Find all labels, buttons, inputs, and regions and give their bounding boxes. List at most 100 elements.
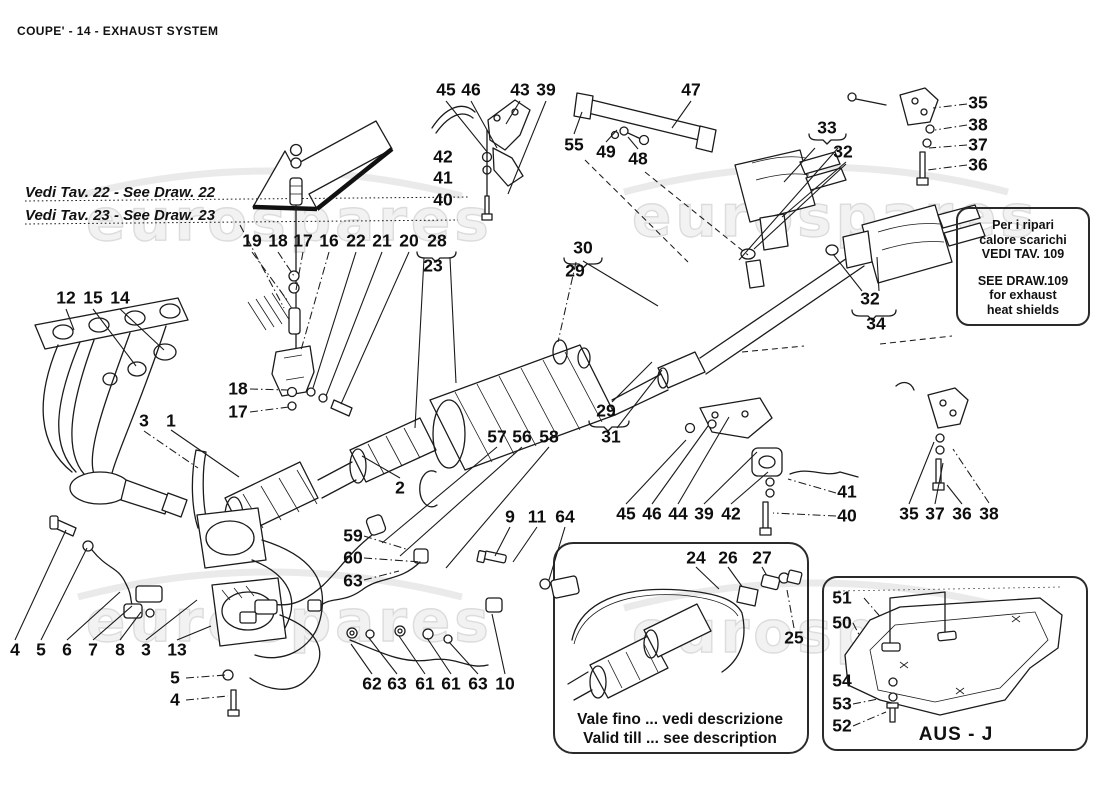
part-label-45: 45 (436, 79, 456, 100)
pipe-clamp (552, 339, 706, 389)
part-label-7: 7 (88, 639, 98, 660)
part-label-6: 6 (62, 639, 72, 660)
part-label-59: 59 (343, 525, 363, 546)
part-label-52: 52 (832, 715, 852, 736)
part-label-63: 63 (468, 673, 488, 694)
part-label-29: 29 (565, 260, 585, 281)
part-label-54: 54 (832, 670, 852, 691)
part-label-5: 5 (170, 667, 180, 688)
part-label-39: 39 (694, 503, 714, 524)
part-label-32: 32 (833, 141, 853, 162)
part-label-51: 51 (832, 587, 852, 608)
heat-shield-line: for exhaust (989, 288, 1057, 302)
part-label-19: 19 (242, 230, 262, 251)
part-label-63: 63 (387, 673, 407, 694)
part-label-48: 48 (628, 148, 648, 169)
see-draw-22-note: Vedi Tav. 22 - See Draw. 22 (25, 184, 216, 201)
heat-shield-line: calore scarichi (979, 232, 1067, 247)
part-label-16: 16 (319, 230, 339, 251)
part-label-49: 49 (596, 141, 616, 162)
heat-shield-line: Per i ripari (992, 218, 1054, 232)
part-label-60: 60 (343, 547, 363, 568)
oxygen-sensors (239, 470, 503, 667)
validity-inset-art (567, 569, 803, 701)
part-label-55: 55 (564, 134, 584, 155)
top-right-hanger (847, 87, 939, 186)
part-label-58: 58 (539, 426, 559, 447)
part-label-17: 17 (293, 230, 313, 251)
part-label-30: 30 (573, 237, 593, 258)
aus-inset-box (822, 576, 1088, 751)
part-label-35: 35 (968, 92, 988, 113)
part-label-10: 10 (495, 673, 515, 694)
part-label-20: 20 (399, 230, 419, 251)
front-sensor-cable (49, 515, 240, 717)
part-label-25: 25 (784, 627, 804, 648)
part-label-37: 37 (925, 503, 945, 524)
part-label-61: 61 (415, 673, 435, 694)
part-label-40: 40 (433, 189, 453, 210)
part-label-41: 41 (433, 167, 453, 188)
part-label-13: 13 (167, 639, 187, 660)
part-label-36: 36 (968, 154, 988, 175)
part-label-43: 43 (510, 79, 530, 100)
part-label-42: 42 (433, 146, 453, 167)
part-label-18: 18 (228, 378, 248, 399)
part-label-34: 34 (866, 313, 886, 334)
part-label-45: 45 (616, 503, 636, 524)
part-label-24: 24 (686, 547, 706, 568)
part-label-61: 61 (441, 673, 461, 694)
heat-shield-line: SEE DRAW.109 (977, 273, 1069, 288)
see-draw-23-note: Vedi Tav. 23 - See Draw. 23 (25, 207, 216, 224)
part-label-33: 33 (817, 117, 837, 138)
part-label-46: 46 (642, 503, 662, 524)
part-label-15: 15 (83, 287, 103, 308)
part-label-12: 12 (56, 287, 76, 308)
heat-shield-line: VEDI TAV. 109 (981, 247, 1065, 261)
part-label-17: 17 (228, 401, 248, 422)
mid-right-hanger (895, 381, 969, 491)
leader-lines-solid (14, 100, 963, 675)
part-label-5: 5 (36, 639, 46, 660)
part-label-44: 44 (668, 503, 688, 524)
part-label-1: 1 (166, 410, 176, 431)
heat-shield-note-box: Per i ripari calore scarichi VEDI TAV. 1… (956, 207, 1090, 326)
part-label-56: 56 (512, 426, 532, 447)
heat-shield-line: heat shields (986, 302, 1060, 317)
mount-stud-stack (271, 143, 353, 417)
part-label-40: 40 (837, 505, 857, 526)
part-label-36: 36 (952, 503, 972, 524)
part-label-64: 64 (555, 506, 575, 527)
part-label-26: 26 (718, 547, 738, 568)
page-title: COUPE' - 14 - EXHAUST SYSTEM (17, 24, 219, 38)
validity-caption-it: Vale fino ... vedi descrizione (577, 711, 783, 728)
centre-hanger-bracket (684, 397, 859, 536)
part-label-2: 2 (395, 477, 405, 498)
part-label-18: 18 (268, 230, 288, 251)
part-label-11: 11 (527, 506, 547, 527)
part-label-3: 3 (141, 639, 151, 660)
part-label-9: 9 (505, 506, 515, 527)
part-label-41: 41 (837, 481, 857, 502)
rear-muffler-right (825, 204, 986, 284)
part-label-28: 28 (427, 230, 447, 251)
aus-plate-art (844, 591, 1063, 723)
part-label-37: 37 (968, 134, 988, 155)
part-label-53: 53 (832, 693, 852, 714)
part-label-38: 38 (979, 503, 999, 524)
part-label-62: 62 (362, 673, 382, 694)
aus-caption: AUS - J (918, 724, 994, 745)
part-label-22: 22 (346, 230, 366, 251)
part-label-63: 63 (343, 570, 363, 591)
part-label-39: 39 (536, 79, 556, 100)
part-label-4: 4 (10, 639, 20, 660)
part-label-27: 27 (752, 547, 772, 568)
crossmember-bar (573, 92, 717, 153)
part-label-50: 50 (832, 612, 852, 633)
manifold-gaskets (102, 343, 177, 386)
part-label-23: 23 (423, 255, 443, 276)
construction-lines (584, 159, 953, 353)
